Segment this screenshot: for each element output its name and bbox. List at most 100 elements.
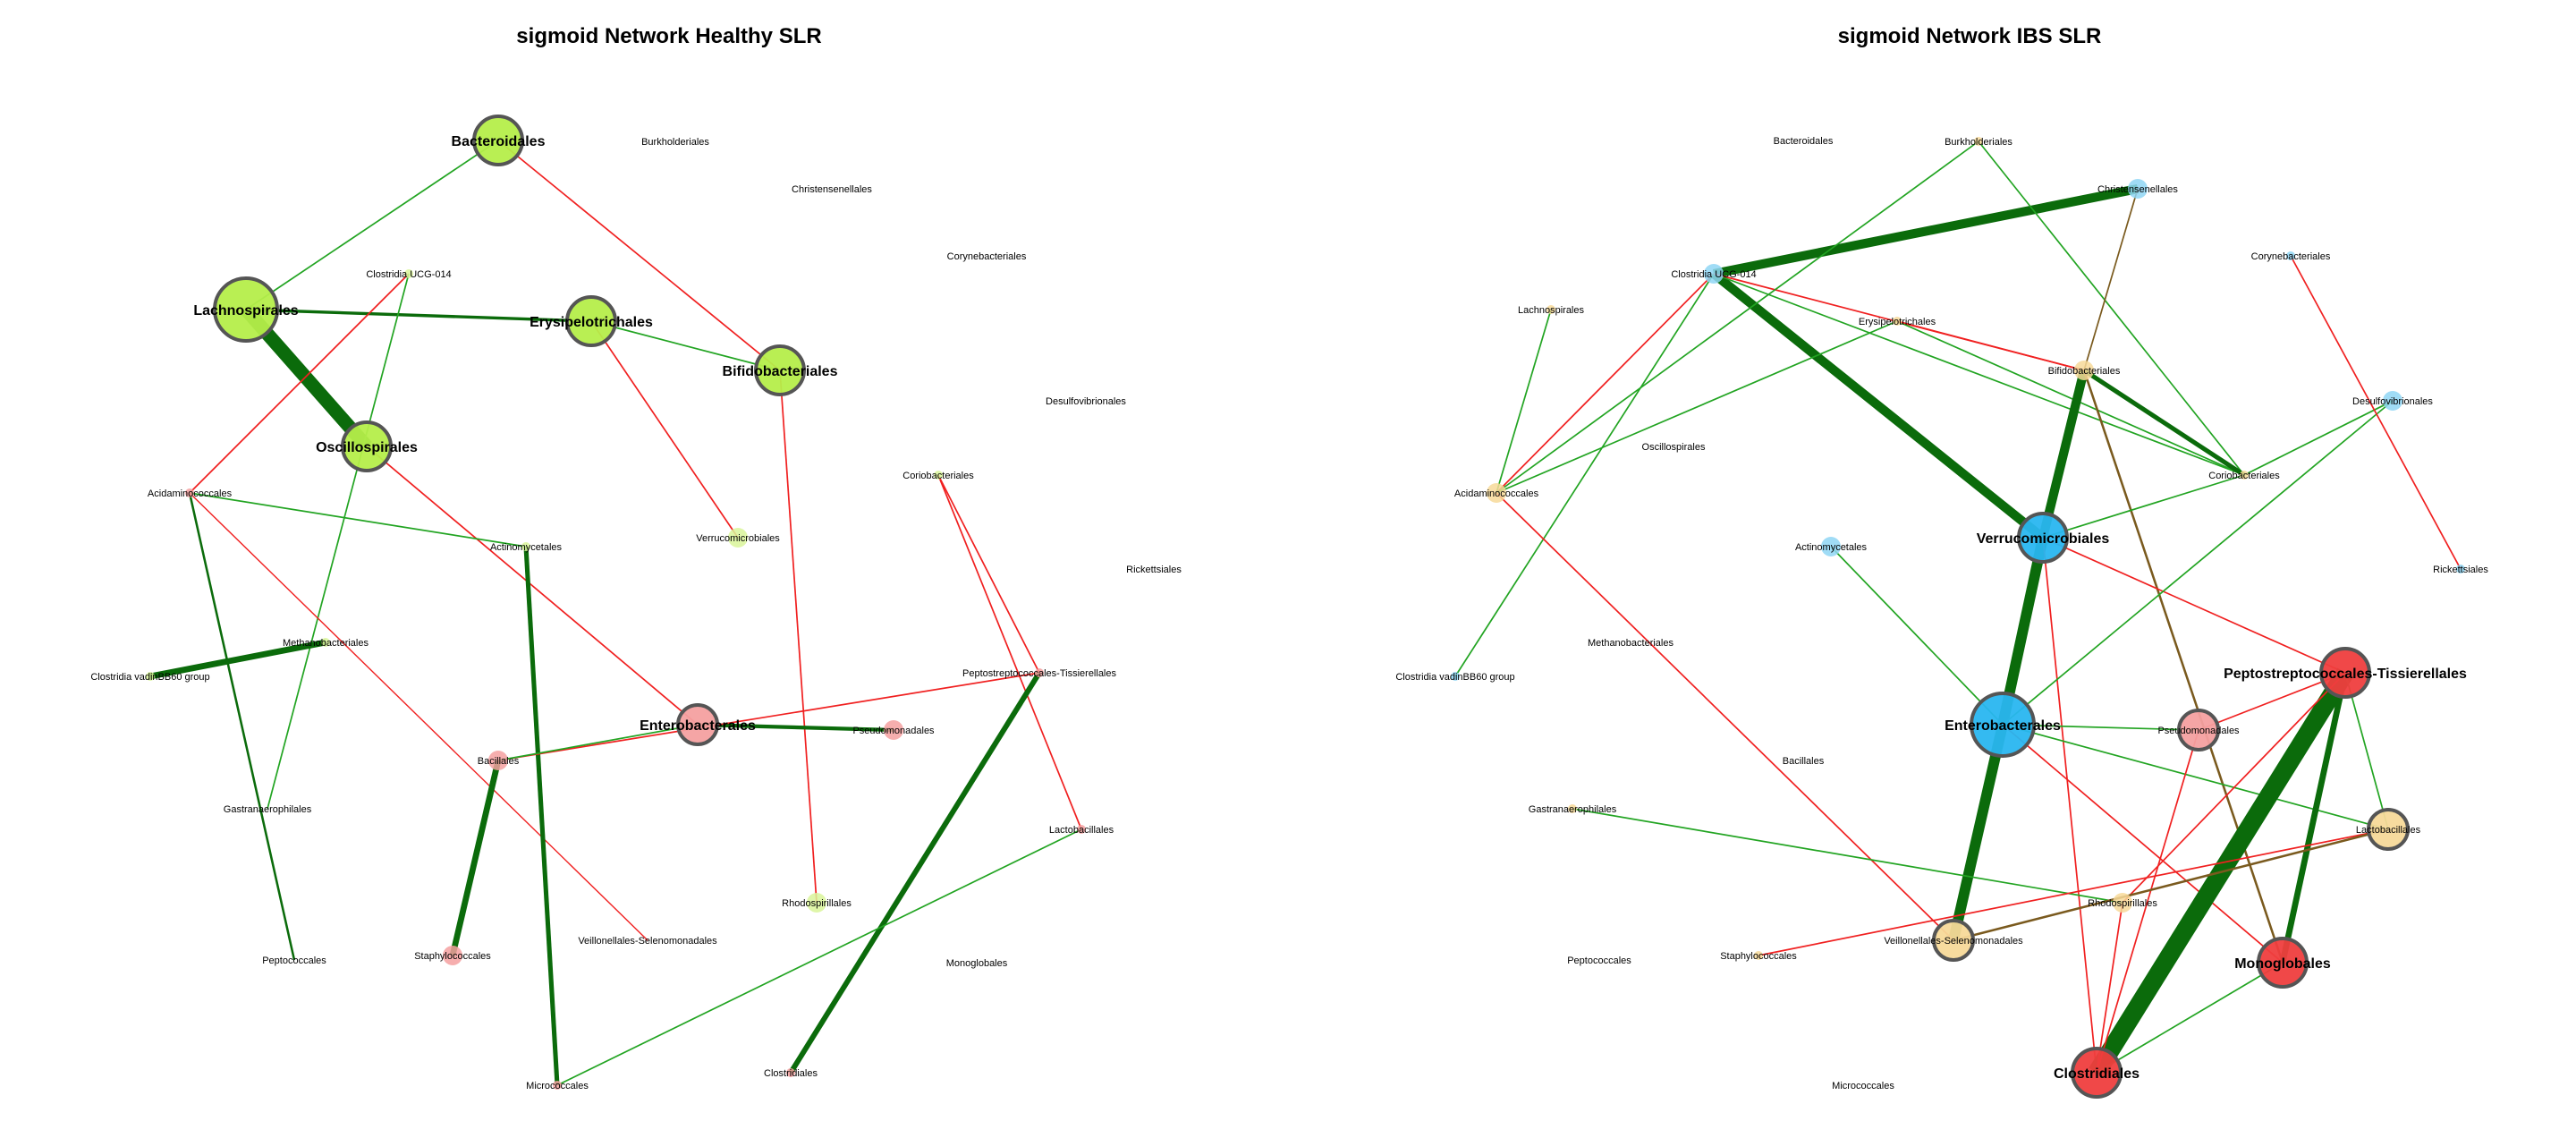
edge-healthy-Erysipelotrichales-Verrucomicrobiales	[590, 320, 739, 539]
node-ibs-ClostridiaVadin	[1451, 672, 1460, 681]
edge-ibs-Peptostreptococcales-Monoglobales	[2279, 672, 2349, 964]
edge-ibs-Peptostreptococcales-Lactobacillales	[2344, 672, 2389, 830]
node-ibs-Gastranaerophilales	[1568, 804, 1577, 813]
node-ibs-Burkholderiales	[1974, 137, 1983, 146]
node-label-ibs-Monoglobales: Monoglobales	[2234, 956, 2331, 972]
node-healthy-Rhodospirillales	[807, 893, 826, 913]
node-ibs-Enterobacterales	[1970, 692, 2036, 758]
node-ibs-Pseudomonadales	[2177, 709, 2220, 752]
node-label-ibs-Bifidobacteriales: Bifidobacteriales	[2048, 366, 2121, 377]
node-healthy-Enterobacterales	[676, 703, 719, 746]
node-ibs-VeillonellalesSelenomonadales	[1932, 919, 1975, 962]
node-label-healthy-Oscillospirales: Oscillospirales	[316, 440, 418, 455]
edge-ibs-Gastranaerophilales-Rhodospirillales	[1572, 808, 2123, 904]
edge-healthy-Erysipelotrichales-Bifidobacteriales	[590, 320, 781, 371]
node-healthy-Methanobacteriales	[321, 638, 330, 647]
node-healthy-Verrucomicrobiales	[728, 528, 748, 548]
edge-healthy-ClostridiaUCG014-Gastranaerophilales	[267, 273, 410, 810]
edge-ibs-Pseudomonadales-Clostridiales	[2096, 729, 2199, 1074]
node-label-ibs-Lactobacillales: Lactobacillales	[2356, 825, 2421, 836]
node-ibs-Corynebacteriales	[2286, 251, 2295, 260]
edge-ibs-ClostridiaUCG014-Acidaminococcales	[1496, 273, 1715, 494]
node-label-ibs-Staphylococcales: Staphylococcales	[1720, 951, 1797, 962]
node-label-healthy-ClostridiaVadin: Clostridia vadinBB60 group	[90, 672, 209, 683]
edge-healthy-Lactobacillales-Micrococcales	[556, 828, 1082, 1086]
node-label-ibs-VeillonellalesSelenomonadales: Veillonellales-Selenomonadales	[1884, 936, 2023, 947]
node-label-healthy-Bacteroidales: Bacteroidales	[452, 134, 546, 149]
node-healthy-Pseudomonadales	[884, 720, 903, 740]
edge-ibs-Enterobacterales-Monoglobales	[2002, 724, 2284, 964]
node-label-ibs-Rickettsiales: Rickettsiales	[2433, 565, 2488, 575]
node-healthy-Acidaminococcales	[185, 488, 194, 497]
edge-healthy-Acidaminococcales-VeillonellalesSelenomonadales	[189, 492, 648, 941]
node-label-healthy-Peptococcales: Peptococcales	[262, 955, 326, 966]
node-healthy-Staphylococcales	[443, 946, 462, 965]
node-label-healthy-Acidaminococcales: Acidaminococcales	[148, 488, 233, 499]
node-ibs-Staphylococcales	[1754, 951, 1763, 960]
edge-ibs-Erysipelotrichales-Acidaminococcales	[1496, 320, 1898, 494]
node-healthy-Coriobacteriales	[934, 471, 943, 480]
edge-healthy-Acidaminococcales-Peptococcales	[188, 492, 296, 961]
edge-ibs-Lachnospirales-Acidaminococcales	[1496, 309, 1552, 494]
node-label-ibs-Desulfovibrionales: Desulfovibrionales	[2352, 396, 2433, 407]
edge-ibs-Burkholderiales-Coriobacteriales	[1978, 140, 2245, 476]
node-ibs-Erysipelotrichales	[1893, 317, 1902, 326]
node-label-healthy-Pseudomonadales: Pseudomonadales	[852, 726, 935, 736]
node-label-healthy-VeillonellalesSelenomonadales: Veillonellales-Selenomonadales	[578, 936, 717, 947]
edge-ibs-Acidaminococcales-VeillonellalesSelenomonadales	[1496, 492, 1954, 941]
node-label-healthy-Peptostreptococcales: Peptostreptococcales-Tissierellales	[962, 668, 1116, 679]
edges-healthy	[149, 140, 1082, 1086]
edge-ibs-Verrucomicrobiales-Coriobacteriales	[2042, 474, 2245, 539]
edge-ibs-Peptostreptococcales-Rhodospirillales	[2122, 672, 2346, 904]
node-label-healthy-Erysipelotrichales: Erysipelotrichales	[530, 315, 653, 330]
edge-ibs-Enterobacterales-Lactobacillales	[2002, 724, 2389, 830]
node-label-ibs-Burkholderiales: Burkholderiales	[1945, 137, 2012, 148]
node-label-ibs-Peptostreptococcales: Peptostreptococcales-Tissierellales	[2224, 667, 2467, 682]
edge-ibs-ClostridiaUCG014-Christensenellales	[1712, 183, 2140, 279]
node-ibs-Lachnospirales	[1546, 305, 1555, 314]
edge-healthy-Bifidobacteriales-Rhodospirillales	[779, 369, 818, 904]
node-ibs-Clostridiales	[2071, 1047, 2123, 1099]
node-label-ibs-Peptococcales: Peptococcales	[1567, 955, 1631, 966]
node-ibs-Verrucomicrobiales	[2017, 512, 2069, 564]
node-label-healthy-Rickettsiales: Rickettsiales	[1126, 565, 1182, 575]
node-label-healthy-Actinomycetales: Actinomycetales	[490, 542, 563, 553]
node-healthy-Oscillospirales	[341, 420, 393, 472]
node-label-healthy-ClostridiaUCG014: Clostridia UCG-014	[366, 269, 451, 280]
node-healthy-Bacillales	[488, 751, 508, 770]
node-healthy-Erysipelotrichales	[565, 295, 617, 347]
title-healthy: sigmoid Network Healthy SLR	[516, 24, 821, 48]
node-label-healthy-Burkholderiales: Burkholderiales	[641, 137, 709, 148]
node-healthy-ClostridiaUCG014	[404, 269, 413, 278]
node-label-healthy-Corynebacteriales: Corynebacteriales	[947, 251, 1027, 262]
node-label-healthy-Desulfovibrionales: Desulfovibrionales	[1046, 396, 1126, 407]
node-label-ibs-Verrucomicrobiales: Verrucomicrobiales	[1977, 531, 2110, 547]
node-healthy-Bifidobacteriales	[754, 344, 806, 396]
node-ibs-Peptostreptococcales	[2319, 647, 2371, 699]
edge-healthy-Bacillales-Peptostreptococcales	[497, 672, 1040, 761]
edge-ibs-Burkholderiales-Acidaminococcales	[1496, 140, 1979, 494]
node-ibs-ClostridiaUCG014	[1704, 264, 1724, 284]
node-label-healthy-Lactobacillales: Lactobacillales	[1049, 825, 1114, 836]
node-ibs-Desulfovibrionales	[2383, 391, 2402, 411]
node-healthy-Micrococcales	[553, 1081, 562, 1090]
node-label-ibs-Bacillales: Bacillales	[1783, 756, 1825, 767]
node-label-ibs-Gastranaerophilales: Gastranaerophilales	[1529, 804, 1617, 815]
node-label-healthy-Monoglobales: Monoglobales	[946, 958, 1008, 969]
node-label-ibs-Actinomycetales: Actinomycetales	[1795, 542, 1868, 553]
edge-ibs-Enterobacterales-VeillonellalesSelenomonadales	[1948, 723, 2008, 942]
node-ibs-Coriobacteriales	[2240, 471, 2249, 480]
node-healthy-Bacteroidales	[472, 115, 524, 166]
node-label-ibs-Rhodospirillales: Rhodospirillales	[2088, 898, 2157, 909]
node-label-healthy-Micrococcales: Micrococcales	[526, 1081, 589, 1091]
node-label-ibs-Acidaminococcales: Acidaminococcales	[1454, 488, 1539, 499]
edge-healthy-Acidaminococcales-Actinomycetales	[189, 492, 527, 548]
node-ibs-Rickettsiales	[2456, 565, 2465, 573]
edge-ibs-Staphylococcales-Lactobacillales	[1758, 828, 2389, 956]
node-healthy-Lachnospirales	[213, 276, 279, 343]
nodes-ibs	[1451, 137, 2465, 1099]
